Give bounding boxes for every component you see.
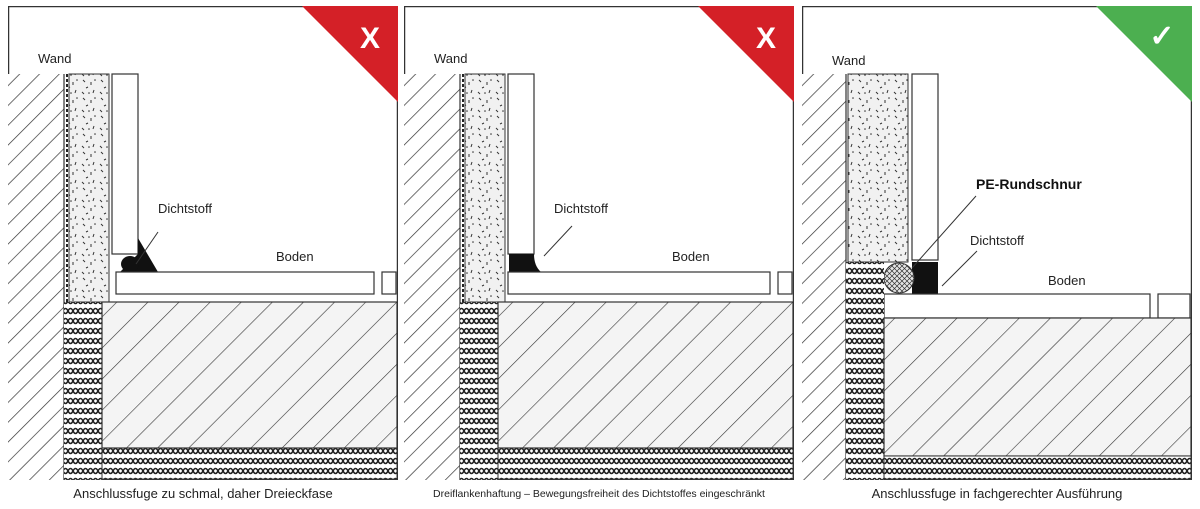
floor-tile bbox=[507, 271, 771, 295]
badge-triangle bbox=[302, 6, 398, 102]
panel-correct-joint: ✓ Wand PE-Rundschnur Dichtstoff Boden bbox=[802, 6, 1192, 480]
screed bbox=[101, 301, 398, 449]
label-floor: Boden bbox=[276, 249, 314, 264]
label-wall: Wand bbox=[434, 51, 467, 66]
label-wall: Wand bbox=[832, 53, 865, 68]
label-backer-rod: PE-Rundschnur bbox=[976, 176, 1082, 192]
pe-backer-rod bbox=[883, 262, 915, 294]
badge-incorrect: X bbox=[302, 6, 398, 102]
panel-narrow-joint: X Wand Dichtstoff Boden bbox=[8, 6, 398, 480]
x-icon: X bbox=[360, 22, 380, 55]
badge-triangle bbox=[1096, 6, 1192, 102]
caption-panel-3: Anschlussfuge in fachgerechter Ausführun… bbox=[871, 486, 1123, 501]
label-floor: Boden bbox=[1048, 273, 1086, 288]
caption-panel-2: Dreiflankenhaftung – Bewegungsfreiheit d… bbox=[433, 488, 765, 500]
label-sealant: Dichtstoff bbox=[970, 233, 1024, 248]
label-wall: Wand bbox=[38, 51, 71, 66]
floor-tile bbox=[883, 293, 1151, 319]
checkmark-icon: ✓ bbox=[1149, 20, 1174, 53]
badge-incorrect: X bbox=[698, 6, 794, 102]
wall-plaster bbox=[464, 73, 506, 303]
label-sealant: Dichtstoff bbox=[158, 201, 212, 216]
edge-insulation bbox=[846, 262, 884, 480]
edge-insulation bbox=[64, 302, 102, 480]
wall-tile bbox=[111, 73, 139, 255]
edge-insulation bbox=[460, 302, 498, 480]
wall-tile bbox=[911, 73, 939, 261]
label-floor: Boden bbox=[672, 249, 710, 264]
badge-correct: ✓ bbox=[1096, 6, 1192, 102]
impact-insulation bbox=[101, 447, 398, 480]
screed bbox=[883, 317, 1192, 457]
panel-three-sided-adhesion: X Wand Dichtstoff Boden bbox=[404, 6, 794, 480]
floor-tile-next bbox=[381, 271, 397, 295]
wall-masonry bbox=[404, 74, 460, 480]
x-icon: X bbox=[756, 22, 776, 55]
impact-insulation bbox=[497, 447, 794, 480]
wall-masonry bbox=[8, 74, 64, 480]
caption-panel-1: Anschlussfuge zu schmal, daher Dreieckfa… bbox=[73, 486, 333, 501]
screed bbox=[497, 301, 794, 449]
label-sealant: Dichtstoff bbox=[554, 201, 608, 216]
floor-tile-next bbox=[1157, 293, 1191, 319]
wall-plaster bbox=[847, 73, 909, 263]
wall-tile bbox=[507, 73, 535, 255]
wall-plaster bbox=[68, 73, 110, 303]
floor-tile bbox=[115, 271, 375, 295]
impact-insulation bbox=[883, 455, 1192, 480]
badge-triangle bbox=[698, 6, 794, 102]
wall-masonry bbox=[802, 74, 846, 480]
floor-tile-next bbox=[777, 271, 793, 295]
sealant-block bbox=[509, 254, 541, 272]
